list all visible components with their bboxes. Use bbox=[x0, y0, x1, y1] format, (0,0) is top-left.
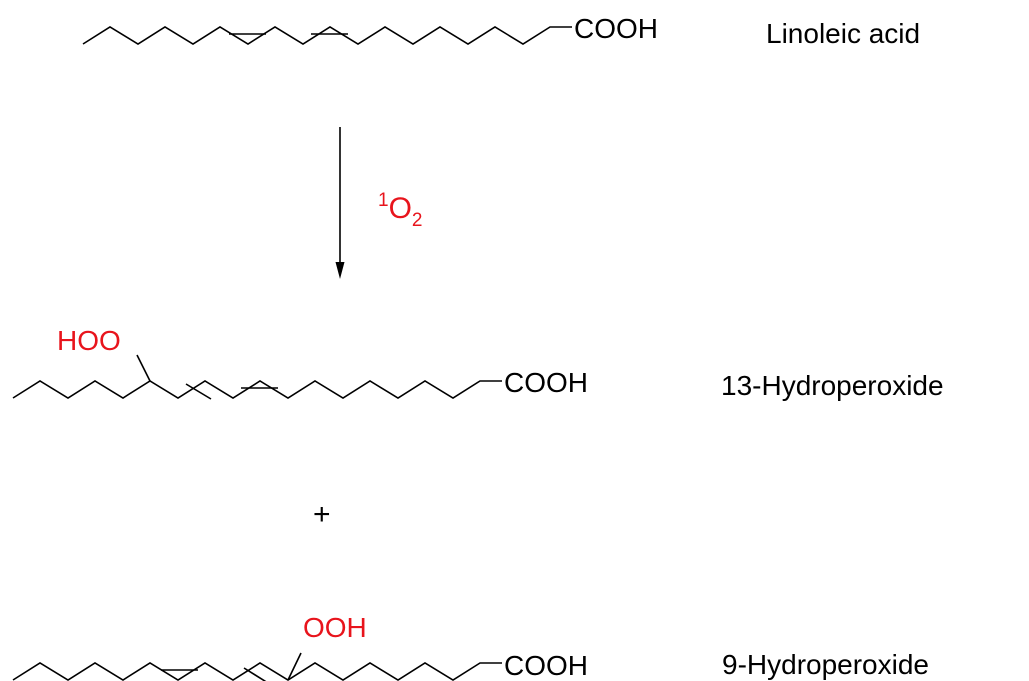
9-hydroperoxide-chain bbox=[12, 662, 502, 681]
reaction-arrow bbox=[335, 127, 345, 279]
9-hydroperoxide-structure: OOH COOH bbox=[12, 612, 588, 681]
13-hydroperoxide-trans-double-bond bbox=[185, 383, 212, 400]
9-hydroperoxide-trans-double-bond bbox=[243, 667, 267, 681]
plus-sign: + bbox=[313, 498, 331, 531]
reagent-subscript: 2 bbox=[412, 210, 423, 231]
linoleic-acid-structure: COOH bbox=[82, 13, 658, 45]
13-hydroperoxide-cooh-label: COOH bbox=[504, 367, 588, 398]
9-hydroperoxide-o-bond bbox=[287, 652, 302, 681]
linoleic-acid-name: Linoleic acid bbox=[766, 18, 920, 49]
13-hydroperoxide-name: 13-Hydroperoxide bbox=[721, 370, 944, 401]
9-hydroperoxide-name: 9-Hydroperoxide bbox=[722, 649, 929, 680]
13-hydroperoxide-hoo-label: HOO bbox=[57, 325, 121, 356]
9-hydroperoxide-ooh-label: OOH bbox=[303, 612, 367, 643]
13-hydroperoxide-structure: HOO COOH bbox=[12, 325, 588, 400]
singlet-oxygen-reagent: 1O2 bbox=[378, 190, 423, 231]
linoleic-acid-cooh-label: COOH bbox=[574, 13, 658, 44]
13-hydroperoxide-chain bbox=[12, 380, 502, 399]
linoleic-acid-chain bbox=[82, 26, 572, 45]
reagent-superscript: 1 bbox=[378, 190, 389, 211]
13-hydroperoxide-o-bond bbox=[136, 354, 151, 382]
reagent-element: O bbox=[389, 192, 412, 225]
9-hydroperoxide-cooh-label: COOH bbox=[504, 650, 588, 681]
